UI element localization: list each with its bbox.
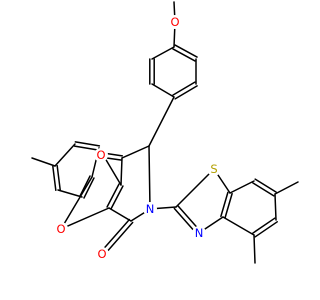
bond-N-Cb2 (155, 206, 177, 210)
atom-methoxy-oxygen: O (168, 15, 182, 29)
atom-ring-oxygen: O (54, 222, 68, 236)
bond-C2-C3 (108, 207, 132, 222)
molecule-svg: O O O O N N S (31, 1, 299, 264)
bond-layer (31, 1, 299, 264)
bond-b6-me6 (274, 181, 299, 195)
bond-C5-C6 (54, 143, 76, 167)
atom-label-layer: O O O O N N S (54, 15, 221, 261)
atom-label-o-ketone: O (96, 148, 105, 162)
bond-C6-C7-b (56, 164, 61, 191)
bond-C1-C9 (121, 145, 150, 159)
bond-a3-a4-b (174, 85, 198, 100)
bond-b4-b3a (222, 216, 255, 236)
bond-b7-b6-b (254, 178, 277, 193)
bond-C8-C8a-b (79, 175, 91, 197)
atom-label-o-lactam: O (97, 247, 106, 261)
bond-me1-O1 (173, 1, 176, 17)
atom-lactam-oxygen: O (95, 247, 109, 261)
atom-thiazole-nitrogen: N (192, 226, 206, 240)
bond-b7a-b7 (229, 180, 255, 194)
bond-C6-me2 (31, 157, 56, 167)
bond-C9-Ok-b (105, 157, 123, 161)
bond-C9a-C2-a (106, 183, 120, 208)
atom-thiazole-sulfur: S (207, 162, 221, 176)
bond-Cb2-Nt-b (176, 204, 198, 228)
bond-b5-b4-a (252, 217, 276, 234)
bond-b7a-S (216, 173, 231, 194)
bond-C2-Or (65, 207, 110, 228)
bond-b4-me4 (253, 234, 256, 264)
bond-S-Cb2 (175, 172, 211, 208)
bond-C6-C7-a (52, 165, 57, 192)
bond-C3-Ol-b (106, 221, 134, 252)
bond-O1-a1 (173, 27, 176, 48)
bond-C4a-C5-b (73, 145, 100, 151)
bond-C9a-C2-b (110, 185, 124, 210)
atom-label-s-thiazole: S (210, 162, 217, 176)
bond-C9-C9a (120, 157, 123, 186)
bond-C9-Ok-a (106, 152, 124, 157)
bond-C8-C8a-a (83, 177, 95, 199)
bond-a1-a2-b (174, 44, 198, 58)
bond-C7-C8 (57, 189, 83, 198)
atom-label-o-ring: O (56, 222, 65, 236)
bond-C4a-C5-a (74, 141, 101, 147)
atom-label-n-lactam: N (146, 202, 155, 216)
bond-C3-Ol-a (103, 218, 131, 249)
atom-ketone-oxygen: O (94, 148, 108, 162)
atom-label-o-methoxy: O (170, 15, 179, 29)
atom-label-n-thiazole: N (195, 226, 204, 240)
bond-a4-C1 (148, 96, 175, 147)
bond-b7-b6-a (252, 182, 275, 197)
bond-a1-a2-a (172, 48, 196, 62)
bond-b5-b4-b (254, 221, 278, 238)
bond-a6-a1 (151, 46, 175, 60)
bond-Or-C8a (63, 176, 93, 225)
bond-b6-b5 (274, 193, 277, 221)
bond-a4-a5 (151, 83, 175, 98)
bond-C3-N (130, 211, 146, 222)
bond-b3a-b7a-b (220, 191, 229, 218)
bond-a3-a4-a (172, 81, 196, 96)
bond-Nt-b3a (203, 216, 224, 231)
bond-N-C1 (148, 145, 151, 204)
bond-Cb2-Nt-a (173, 207, 195, 231)
atom-lactam-nitrogen: N (143, 202, 157, 216)
molecule-diagram: O O O O N N S (31, 1, 299, 264)
bond-b3a-b7a-a (224, 192, 233, 219)
